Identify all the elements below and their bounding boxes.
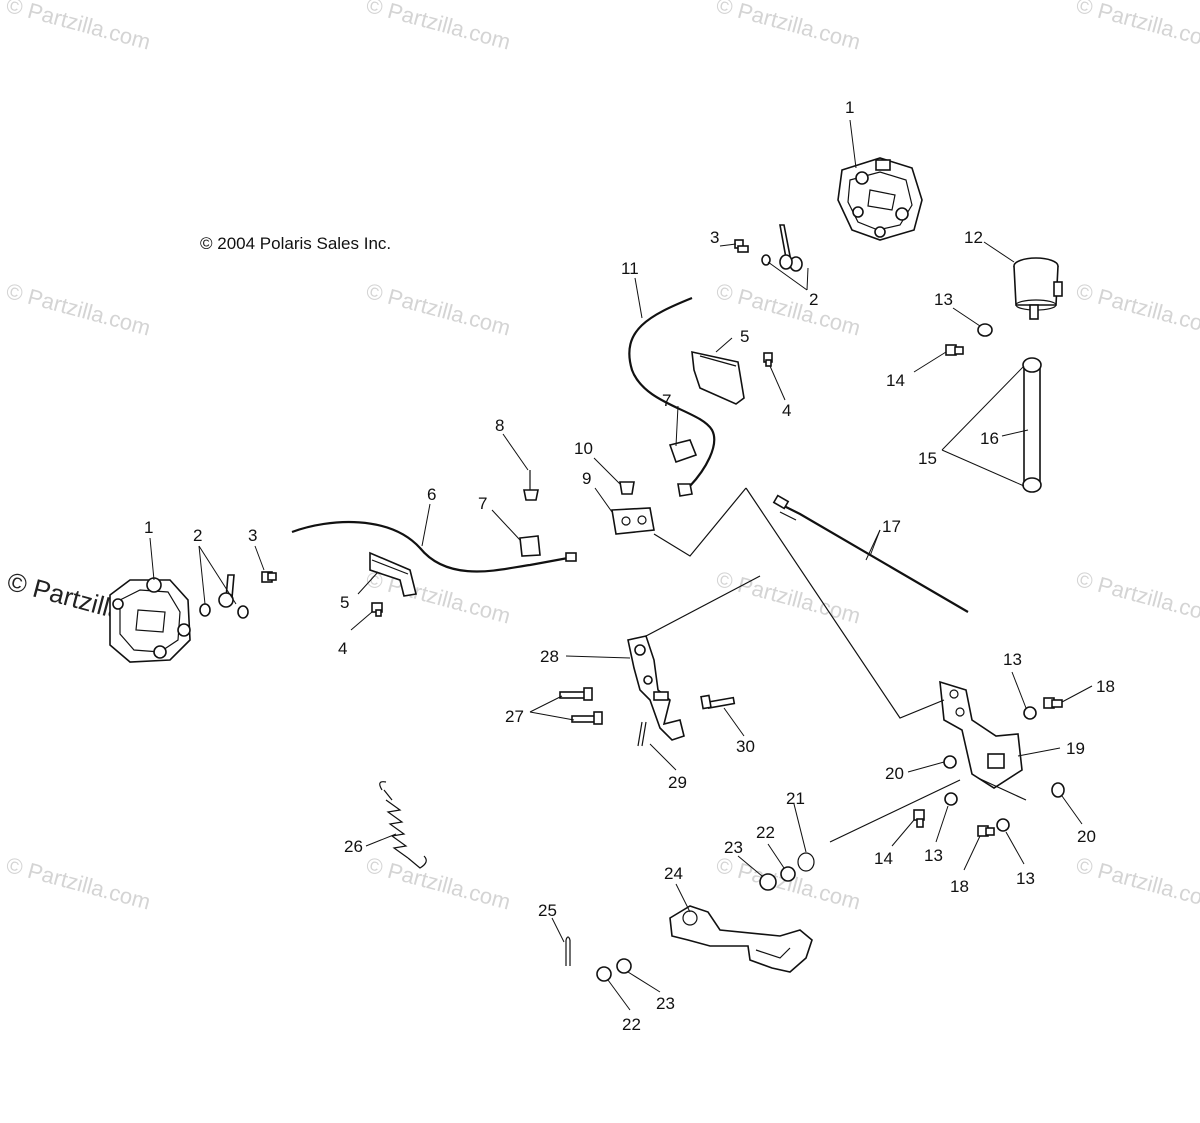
cotter-pin-29 [637,721,647,747]
cable-17 [653,487,969,613]
bracket-5-left [369,551,417,597]
nut-20-b [1051,782,1065,798]
callout-14-upper: 14 [886,371,905,390]
callout-7-upper: 7 [662,391,671,410]
nut-20-a [943,755,957,769]
bolt-14-upper [945,344,964,356]
callout-13-a: 13 [934,290,953,309]
callout-labels: 1 1 2 2 3 3 4 4 5 5 6 7 7 8 9 10 11 12 1… [144,98,1115,1034]
callout-30: 30 [736,737,755,756]
washer-22-upper [780,866,796,882]
callout-14-lower: 14 [874,849,893,868]
callout-4-left: 4 [338,639,347,658]
callout-21: 21 [786,789,805,808]
brake-caliper-left [109,577,191,663]
bolt-10 [619,481,635,495]
callout-2-left: 2 [193,526,202,545]
callout-22-lower: 22 [622,1015,641,1034]
callout-24: 24 [664,864,683,883]
screw-4-left [371,602,383,617]
callout-1-left: 1 [144,518,153,537]
callout-10: 10 [574,439,593,458]
bolt-14-lower [913,809,925,828]
washer-13-d [996,818,1010,832]
clevis-pin-30 [700,694,736,710]
bolt-3-left [261,571,277,583]
callout-20-a: 20 [885,764,904,783]
callout-18-lower: 18 [950,877,969,896]
brake-fluid-reservoir-12 [1013,257,1063,320]
leader-lines [149,119,1093,1011]
callout-13-d: 13 [1016,869,1035,888]
callout-17: 17 [882,517,901,536]
circlip-21 [797,779,961,872]
return-spring-26 [379,781,427,869]
master-cylinder-28 [627,575,761,741]
callout-1-upper: 1 [845,98,854,117]
callout-25: 25 [538,901,557,920]
banjo-bolt-washers-left [199,574,249,619]
clamp-7-left [519,535,541,557]
callout-20-b: 20 [1077,827,1096,846]
washer-13-b [1023,706,1037,720]
bolt-18-lower [977,825,995,837]
grommet-15-bottom [1022,477,1042,493]
callout-5-upper: 5 [740,327,749,346]
bolt-27-lower [571,711,603,725]
callout-5-left: 5 [340,593,349,612]
callout-23-upper: 23 [724,838,743,857]
callout-9: 9 [582,469,591,488]
bushing-23-upper [759,873,777,891]
washer-13-a [977,323,993,337]
copyright-notice: © 2004 Polaris Sales Inc. [200,234,392,253]
callout-28: 28 [540,647,559,666]
callout-11: 11 [621,259,639,278]
screw-4-upper [763,352,773,367]
callout-13-c: 13 [924,846,943,865]
bolt-18-upper [1043,697,1063,709]
callout-6: 6 [427,485,436,504]
washer-13-c [944,792,958,806]
callout-12: 12 [964,228,983,247]
brake-line-6 [291,521,577,573]
bushing-23-lower [616,958,632,974]
cotter-pin-25 [565,936,571,966]
callout-13-b: 13 [1003,650,1022,669]
junction-block-9 [611,507,655,535]
callout-23-lower: 23 [656,994,675,1013]
brake-caliper-upper [837,157,923,241]
brake-pedal-24 [669,905,813,973]
clamp-7-upper [668,439,698,464]
callout-26: 26 [344,837,363,856]
bolt-8 [523,470,539,501]
tube-16 [1022,357,1042,493]
bolt-3-upper [734,239,749,253]
callout-3-left: 3 [248,526,257,545]
banjo-bolt-washers-upper [761,224,803,272]
callout-27: 27 [505,707,524,726]
bolt-27-upper [559,687,593,701]
callout-16: 16 [980,429,999,448]
callout-15: 15 [918,449,937,468]
washer-22-lower [596,966,612,982]
brake-line-11 [628,296,716,497]
callout-19: 19 [1066,739,1085,758]
callout-2-upper: 2 [809,290,818,309]
callout-18-upper: 18 [1096,677,1115,696]
callout-29: 29 [668,773,687,792]
pedal-bracket-19 [745,487,1027,801]
callout-22-upper: 22 [756,823,775,842]
callout-3-upper: 3 [710,228,719,247]
grommet-15-top [1022,357,1042,373]
callout-8: 8 [495,416,504,435]
callout-4-upper: 4 [782,401,791,420]
bracket-5-upper [691,350,745,405]
callout-7-left: 7 [478,494,487,513]
